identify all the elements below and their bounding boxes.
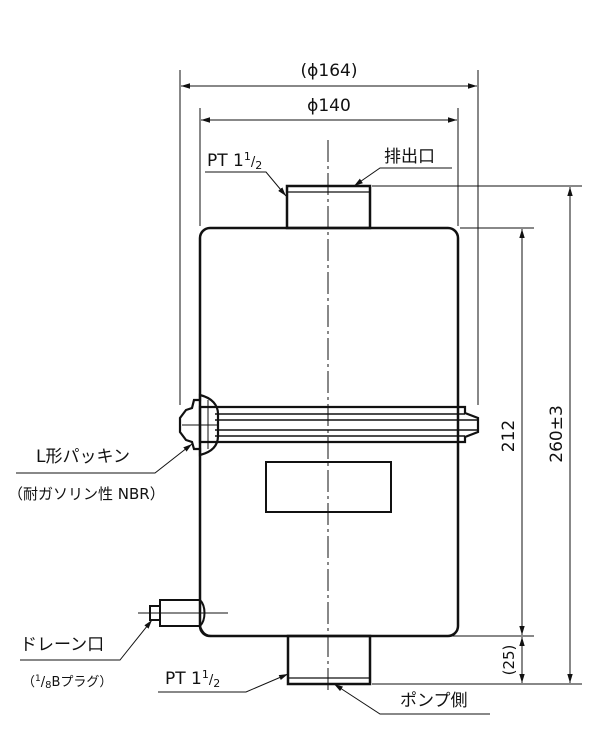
flange-band <box>178 393 480 457</box>
overall-height-label: 260±3 <box>547 405 567 463</box>
top-outlet <box>285 184 372 230</box>
gasket-label: L形パッキン <box>36 447 130 467</box>
bottom-thread-leader <box>158 673 289 693</box>
top-thread-leader <box>205 171 287 197</box>
nameplate <box>265 461 392 513</box>
bottom-thread-label: PT 11/2 <box>165 668 220 690</box>
outlet-label: 排出口 <box>384 147 435 167</box>
drain-plug-label: （1/8Bプラグ） <box>22 674 112 691</box>
bottom-height-label: (25) <box>500 645 518 676</box>
drain-port <box>138 599 228 637</box>
inner-diameter-label: ϕ140 <box>307 96 351 116</box>
pump-side-label: ポンプ側 <box>400 691 468 711</box>
pump-side-leader <box>333 683 490 715</box>
outlet-leader <box>353 167 452 187</box>
body-height-label: 212 <box>499 420 519 452</box>
filter-body <box>198 226 460 638</box>
gasket-material-label: （耐ガソリン性 NBR） <box>8 485 165 503</box>
top-thread-label: PT 11/2 <box>207 150 262 172</box>
drain-label: ドレーン口 <box>20 635 104 655</box>
outer-diameter-label: (ϕ164) <box>301 61 358 81</box>
bottom-outlet <box>286 634 372 686</box>
drain-leader <box>20 619 153 661</box>
gasket-leader <box>16 443 193 474</box>
